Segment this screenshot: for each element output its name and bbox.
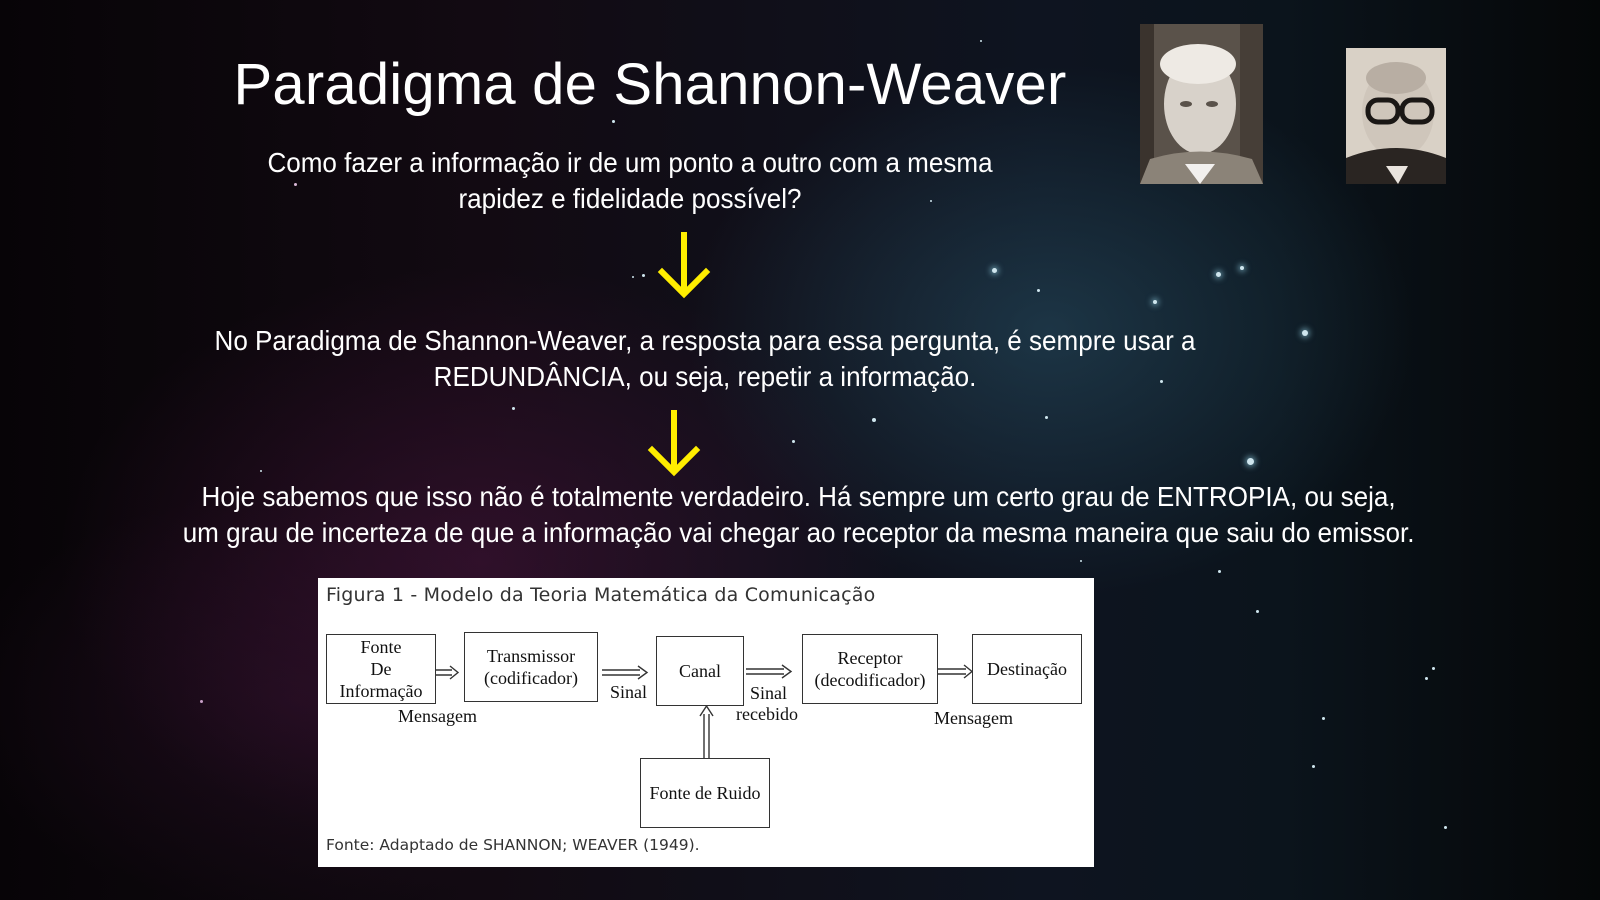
box-label: Receptor	[837, 648, 903, 668]
box-label: Destinação	[987, 659, 1067, 679]
answer-text: No Paradigma de Shannon-Weaver, a respos…	[152, 323, 1259, 395]
box-canal: Canal	[656, 636, 744, 706]
question-line-1: Como fazer a informação ir de um ponto a…	[267, 147, 993, 178]
question-line-2: rapidez e fidelidade possível?	[458, 183, 802, 214]
answer-line-2: REDUNDÂNCIA, ou seja, repetir a informaç…	[433, 361, 977, 392]
box-fonte-ruido: Fonte de Ruido	[640, 758, 770, 828]
arrow-down-icon	[657, 232, 711, 299]
conclusion-text: Hoje sabemos que isso não é totalmente v…	[92, 479, 1506, 551]
box-destinacao: Destinação	[972, 634, 1082, 704]
box-label: (codificador)	[484, 668, 578, 688]
label-sinal-recebido-2: recebido	[736, 704, 798, 724]
box-label: Fonte de Ruido	[649, 783, 761, 803]
box-label: Fonte	[360, 637, 402, 657]
box-label: Transmissor	[486, 646, 576, 666]
figure-caption: Figura 1 - Modelo da Teoria Matemática d…	[326, 584, 876, 606]
box-label: (decodificador)	[814, 670, 926, 690]
arrow-down-icon	[647, 410, 701, 477]
answer-line-1: No Paradigma de Shannon-Weaver, a respos…	[214, 325, 1196, 356]
box-receptor: Receptor (decodificador)	[802, 634, 938, 704]
portrait-illustration	[1346, 48, 1446, 184]
slide-title: Paradigma de Shannon-Weaver	[233, 52, 1067, 117]
question-text: Como fazer a informação ir de um ponto a…	[212, 145, 1049, 217]
portrait-illustration	[1140, 24, 1263, 184]
portrait-photo-2	[1346, 48, 1446, 184]
label-sinal-recebido-1: Sinal	[750, 683, 788, 703]
label-mensagem-1: Mensagem	[398, 706, 477, 726]
box-label: Canal	[679, 661, 721, 681]
label-mensagem-2: Mensagem	[934, 708, 1013, 728]
box-transmissor: Transmissor (codificador)	[464, 632, 598, 702]
conclusion-line-1: Hoje sabemos que isso não é totalmente v…	[201, 481, 1396, 512]
figure-source: Fonte: Adaptado de SHANNON; WEAVER (1949…	[326, 836, 700, 854]
conclusion-line-2: um grau de incerteza de que a informação…	[182, 517, 1415, 548]
box-label: Informação	[339, 681, 423, 701]
label-sinal: Sinal	[610, 682, 648, 702]
portrait-photo-1	[1140, 24, 1263, 184]
box-fonte-informacao: Fonte De Informação	[326, 634, 436, 704]
shannon-weaver-figure: Figura 1 - Modelo da Teoria Matemática d…	[318, 578, 1094, 867]
box-label: De	[370, 659, 392, 679]
